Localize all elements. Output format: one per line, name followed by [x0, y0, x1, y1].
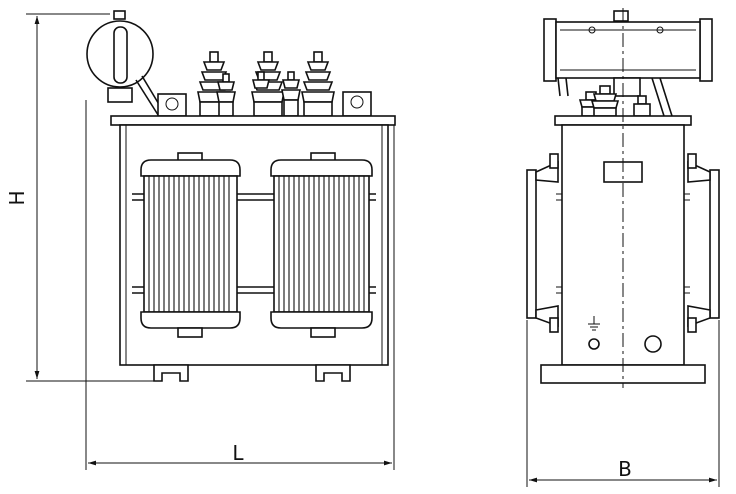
bushings — [197, 51, 335, 117]
lifting-lug-left — [157, 93, 187, 117]
dimension-height: H — [5, 13, 154, 382]
side-radiator-left — [526, 153, 562, 333]
valve-small — [588, 338, 600, 350]
oil-conservator-gauge — [86, 10, 167, 119]
dimension-width: B — [526, 320, 720, 487]
valve-large — [644, 335, 662, 353]
radiator-right — [270, 152, 373, 338]
dimension-label-b: B — [618, 457, 632, 481]
side-view: B — [526, 8, 720, 487]
tank-cover — [110, 115, 396, 126]
side-radiator-right — [684, 153, 720, 333]
dimension-label-l: L — [232, 441, 244, 465]
radiator-left — [140, 152, 241, 338]
base-channels — [153, 364, 351, 382]
dimension-label-h: H — [5, 190, 29, 205]
front-view: H L — [5, 10, 396, 470]
lifting-lug-right — [342, 91, 372, 117]
side-conservator — [543, 10, 713, 117]
ground-icon — [588, 316, 600, 331]
dimension-length: L — [85, 100, 395, 470]
